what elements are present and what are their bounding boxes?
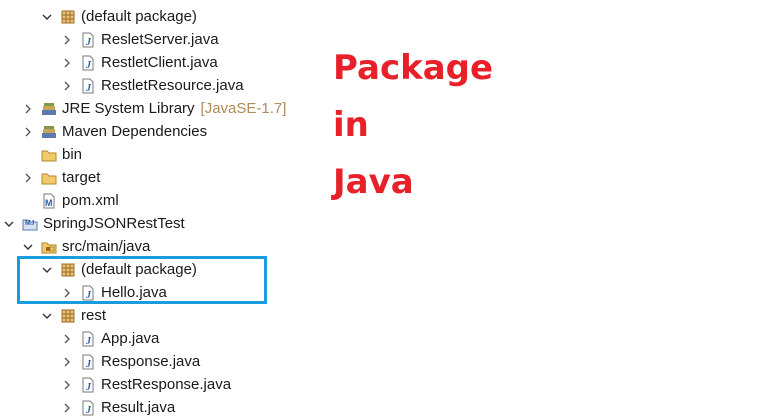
- java-file-icon: J: [80, 377, 96, 393]
- java-file-icon: J: [80, 32, 96, 48]
- tree-item-bin-folder[interactable]: bin: [0, 143, 320, 166]
- chevron-right-icon[interactable]: [60, 286, 74, 300]
- tree-item-java-file[interactable]: J RestletResource.java: [0, 74, 320, 97]
- tree-item-label: Hello.java: [101, 284, 167, 301]
- svg-text:J: J: [31, 219, 35, 227]
- tree-item-java-file[interactable]: J Response.java: [0, 350, 320, 373]
- svg-text:M: M: [25, 220, 31, 227]
- package-icon: [60, 308, 76, 324]
- chevron-down-icon[interactable]: [21, 240, 35, 254]
- library-icon: [41, 101, 57, 117]
- chevron-right-icon[interactable]: [60, 79, 74, 93]
- tree-item-label: App.java: [101, 330, 160, 347]
- java-file-icon: J: [80, 78, 96, 94]
- svg-text:J: J: [85, 405, 92, 416]
- folder-icon: [41, 147, 57, 163]
- tree-item-label: RestletResource.java: [101, 77, 244, 94]
- svg-text:J: J: [85, 290, 92, 301]
- tree-item-maven-dependencies[interactable]: Maven Dependencies: [0, 120, 320, 143]
- tree-item-pom-xml[interactable]: M pom.xml: [0, 189, 320, 212]
- tree-item-default-package[interactable]: (default package): [0, 258, 320, 281]
- tree-item-source-folder[interactable]: src/main/java: [0, 235, 320, 258]
- overlay-title: Package in Java: [333, 40, 493, 211]
- java-file-icon: J: [80, 285, 96, 301]
- tree-item-label: JRE System Library: [62, 100, 195, 117]
- tree-item-jre-library[interactable]: JRE System Library [JavaSE-1.7]: [0, 97, 320, 120]
- package-icon: [60, 262, 76, 278]
- overlay-line: Package: [333, 48, 494, 88]
- folder-icon: [41, 170, 57, 186]
- highlight-box: [17, 256, 267, 304]
- tree-item-label: src/main/java: [62, 238, 151, 255]
- chevron-right-icon[interactable]: [60, 378, 74, 392]
- tree-item-label: (default package): [81, 261, 197, 278]
- overlay-line: in: [333, 105, 369, 145]
- tree-item-label: ResletServer.java: [101, 31, 219, 48]
- java-file-icon: J: [80, 331, 96, 347]
- overlay-line: Java: [333, 162, 414, 202]
- chevron-right-icon[interactable]: [60, 332, 74, 346]
- chevron-down-icon[interactable]: [40, 10, 54, 24]
- svg-text:J: J: [85, 359, 92, 370]
- tree-item-rest-package[interactable]: rest: [0, 304, 320, 327]
- package-explorer-tree: (default package) J ResletServer.java J …: [0, 0, 320, 416]
- jre-version-decoration: [JavaSE-1.7]: [200, 100, 287, 117]
- java-file-icon: J: [80, 55, 96, 71]
- tree-item-java-file[interactable]: J Hello.java: [0, 281, 320, 304]
- tree-item-default-package[interactable]: (default package): [0, 5, 320, 28]
- chevron-down-icon[interactable]: [40, 309, 54, 323]
- tree-item-java-file[interactable]: J ResletServer.java: [0, 28, 320, 51]
- svg-text:J: J: [85, 83, 92, 94]
- tree-item-label: bin: [62, 146, 83, 163]
- tree-item-java-file[interactable]: J Result.java: [0, 396, 320, 419]
- java-file-icon: J: [80, 354, 96, 370]
- tree-item-java-file[interactable]: J RestletClient.java: [0, 51, 320, 74]
- tree-item-label: (default package): [81, 8, 197, 25]
- tree-item-label: Result.java: [101, 399, 176, 416]
- tree-item-java-file[interactable]: J App.java: [0, 327, 320, 350]
- chevron-right-icon[interactable]: [21, 102, 35, 116]
- tree-item-target-folder[interactable]: target: [0, 166, 320, 189]
- chevron-right-icon[interactable]: [21, 125, 35, 139]
- tree-item-label: SpringJSONRestTest: [43, 215, 185, 232]
- library-icon: [41, 124, 57, 140]
- chevron-right-icon[interactable]: [21, 171, 35, 185]
- svg-text:J: J: [85, 37, 92, 48]
- svg-text:J: J: [85, 382, 92, 393]
- tree-item-label: Response.java: [101, 353, 201, 370]
- svg-text:M: M: [45, 198, 53, 208]
- chevron-right-icon[interactable]: [60, 33, 74, 47]
- tree-item-label: target: [62, 169, 101, 186]
- maven-file-icon: M: [41, 193, 57, 209]
- tree-item-java-file[interactable]: J RestResponse.java: [0, 373, 320, 396]
- tree-item-label: RestResponse.java: [101, 376, 232, 393]
- java-file-icon: J: [80, 400, 96, 416]
- tree-item-label: rest: [81, 307, 107, 324]
- tree-item-label: RestletClient.java: [101, 54, 218, 71]
- chevron-down-icon[interactable]: [40, 263, 54, 277]
- tree-item-label: pom.xml: [62, 192, 119, 209]
- chevron-right-icon[interactable]: [60, 401, 74, 415]
- source-folder-icon: [41, 239, 57, 255]
- svg-text:J: J: [85, 60, 92, 71]
- chevron-right-icon[interactable]: [60, 56, 74, 70]
- svg-text:J: J: [85, 336, 92, 347]
- tree-item-label: Maven Dependencies: [62, 123, 208, 140]
- package-icon: [60, 9, 76, 25]
- chevron-down-icon[interactable]: [2, 217, 16, 231]
- chevron-right-icon[interactable]: [60, 355, 74, 369]
